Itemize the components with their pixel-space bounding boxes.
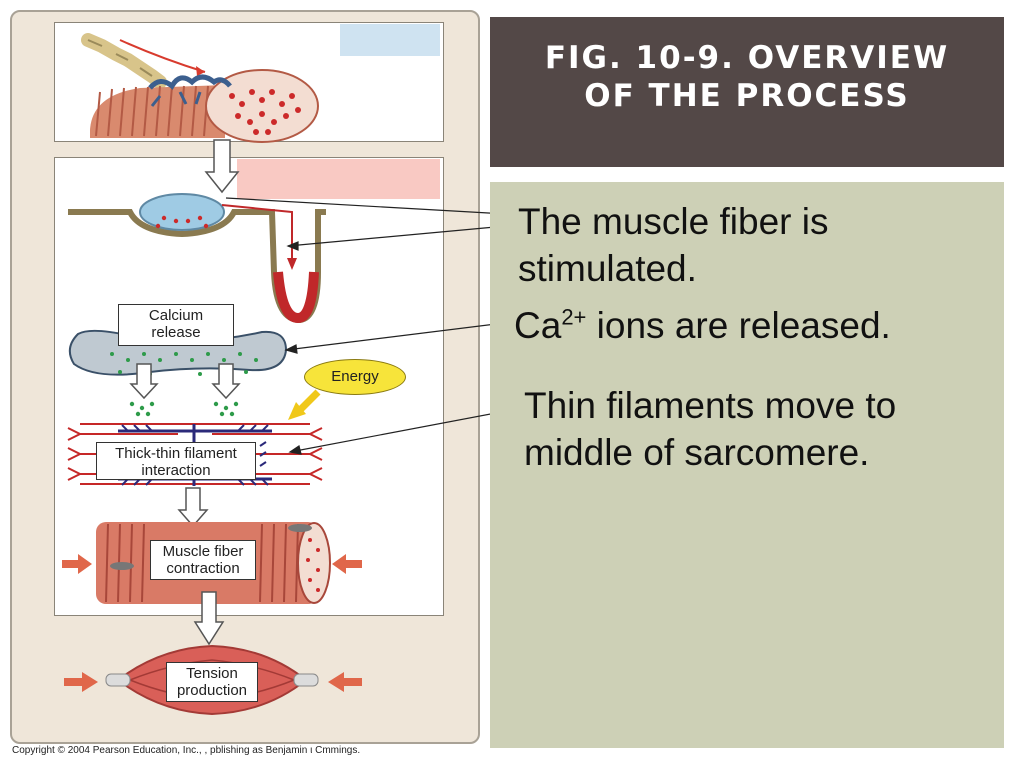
energy-arrow — [288, 389, 321, 420]
sarcolemma-t-tubule — [68, 193, 326, 324]
calcium-ion-arrows — [129, 363, 241, 417]
tension-label: Tension production — [166, 662, 258, 702]
muscle-fiber-top — [90, 69, 319, 143]
bullet-calcium: Ca2+ ions are released. — [514, 302, 891, 349]
arrow-down-1 — [204, 139, 240, 194]
slide-title: FIG. 10-9. OVERVIEW OF THE PROCESS — [544, 40, 950, 114]
copyright-text: Copyright © 2004 Pearson Education, Inc.… — [12, 745, 361, 756]
arrow-down-2 — [177, 487, 209, 528]
contraction-label: Muscle fiber contraction — [150, 540, 256, 580]
bullet-calcium-prefix: Ca — [514, 305, 562, 346]
bullet-calcium-superscript: 2+ — [561, 304, 587, 330]
motor-neuron — [81, 33, 206, 89]
blue-label-tab — [340, 24, 440, 56]
energy-label: Energy — [304, 359, 406, 395]
bullet-calcium-suffix: ions are released. — [586, 305, 891, 346]
thick-thin-label: Thick-thin filament interaction — [96, 442, 256, 480]
content-box: The muscle fiber is stimulated. Ca2+ ion… — [490, 182, 1004, 748]
bullet-thin-filaments: Thin filaments move to middle of sarcome… — [524, 385, 897, 473]
arrow-down-3 — [193, 591, 225, 646]
calcium-release-label: Calcium release — [118, 304, 234, 346]
title-box: FIG. 10-9. OVERVIEW OF THE PROCESS — [490, 17, 1004, 167]
connector-lines — [225, 197, 523, 455]
bullet-stimulated: The muscle fiber is stimulated. — [518, 201, 829, 289]
pink-label-tab — [237, 159, 440, 199]
